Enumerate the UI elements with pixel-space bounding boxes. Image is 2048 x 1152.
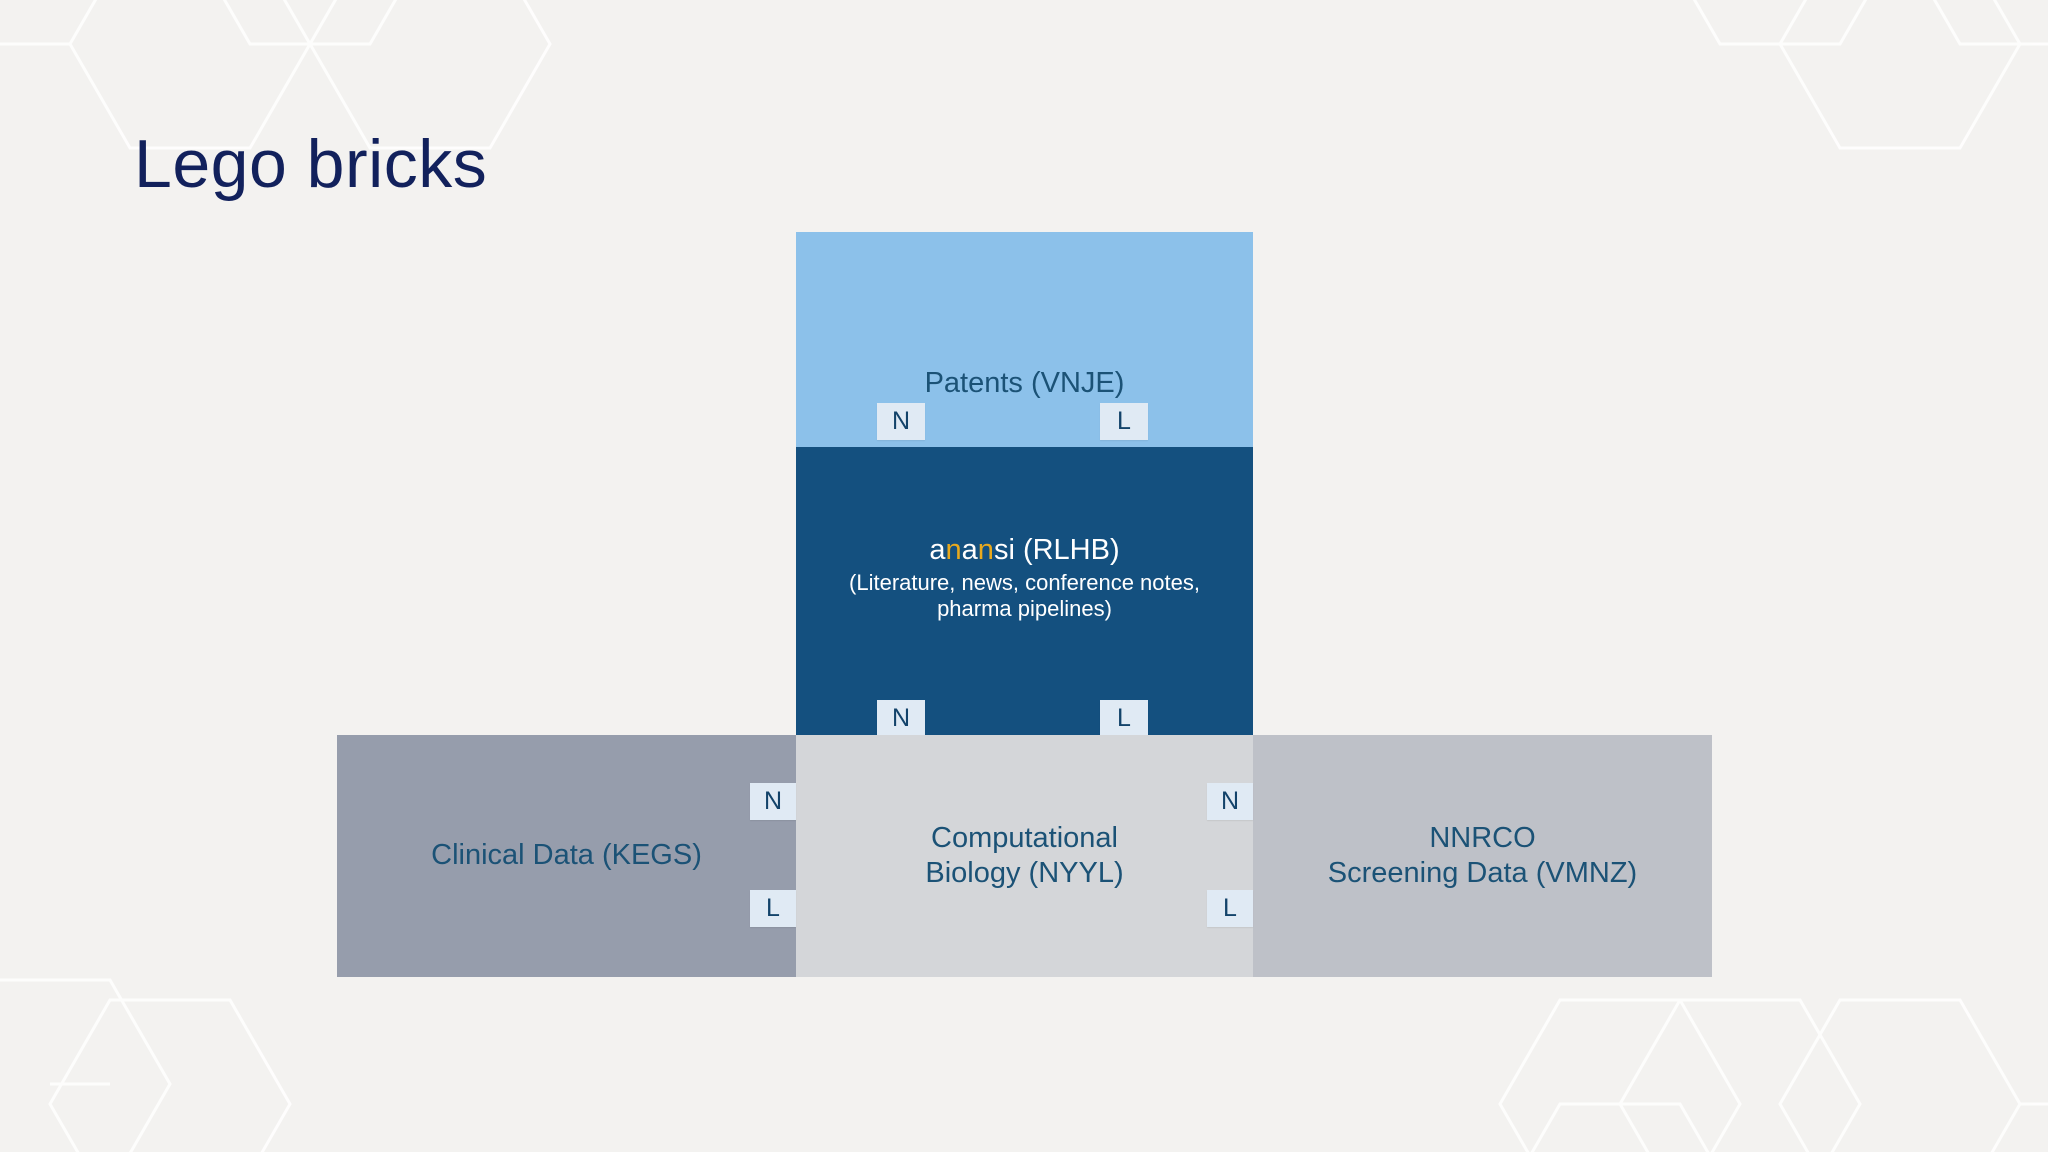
brick-computational-biology[interactable]: Computational Biology (NYYL)	[796, 735, 1253, 977]
brick-anansi-subtitle: (Literature, news, conference notes, pha…	[849, 569, 1200, 622]
brick-computational-biology-label: Computational Biology (NYYL)	[925, 821, 1124, 889]
brick-nnrco-screening-data[interactable]: NNRCO Screening Data (VMNZ)	[1253, 735, 1712, 977]
brick-anansi[interactable]: anansi (RLHB) (Literature, news, confere…	[796, 447, 1253, 737]
brick-clinical-data-label: Clinical Data (KEGS)	[431, 839, 702, 872]
page-title: Lego bricks	[134, 126, 488, 202]
anansi-letter-n2: n	[977, 533, 994, 566]
brick-clinical-data[interactable]: Clinical Data (KEGS)	[337, 735, 796, 977]
stud-clinical-right-n[interactable]: N	[750, 783, 796, 820]
anansi-letter-a2: a	[961, 533, 978, 566]
stud-compbio-right-l[interactable]: L	[1207, 890, 1253, 927]
stud-anansi-bottom-n[interactable]: N	[877, 700, 925, 737]
stud-patents-bottom-l[interactable]: L	[1100, 403, 1148, 440]
brick-patents[interactable]: Patents (VNJE)	[796, 232, 1253, 447]
stud-compbio-right-n[interactable]: N	[1207, 783, 1253, 820]
anansi-letter-n1: n	[945, 533, 962, 566]
brick-patents-label: Patents (VNJE)	[924, 366, 1125, 399]
stud-patents-bottom-n[interactable]: N	[877, 403, 925, 440]
anansi-letter-a1: a	[929, 533, 946, 566]
stud-anansi-bottom-l[interactable]: L	[1100, 700, 1148, 737]
brick-nnrco-screening-data-label: NNRCO Screening Data (VMNZ)	[1327, 821, 1638, 889]
anansi-title-rest: si (RLHB)	[993, 533, 1120, 566]
stud-clinical-right-l[interactable]: L	[750, 890, 796, 927]
brick-anansi-title: anansi (RLHB)	[929, 533, 1119, 568]
